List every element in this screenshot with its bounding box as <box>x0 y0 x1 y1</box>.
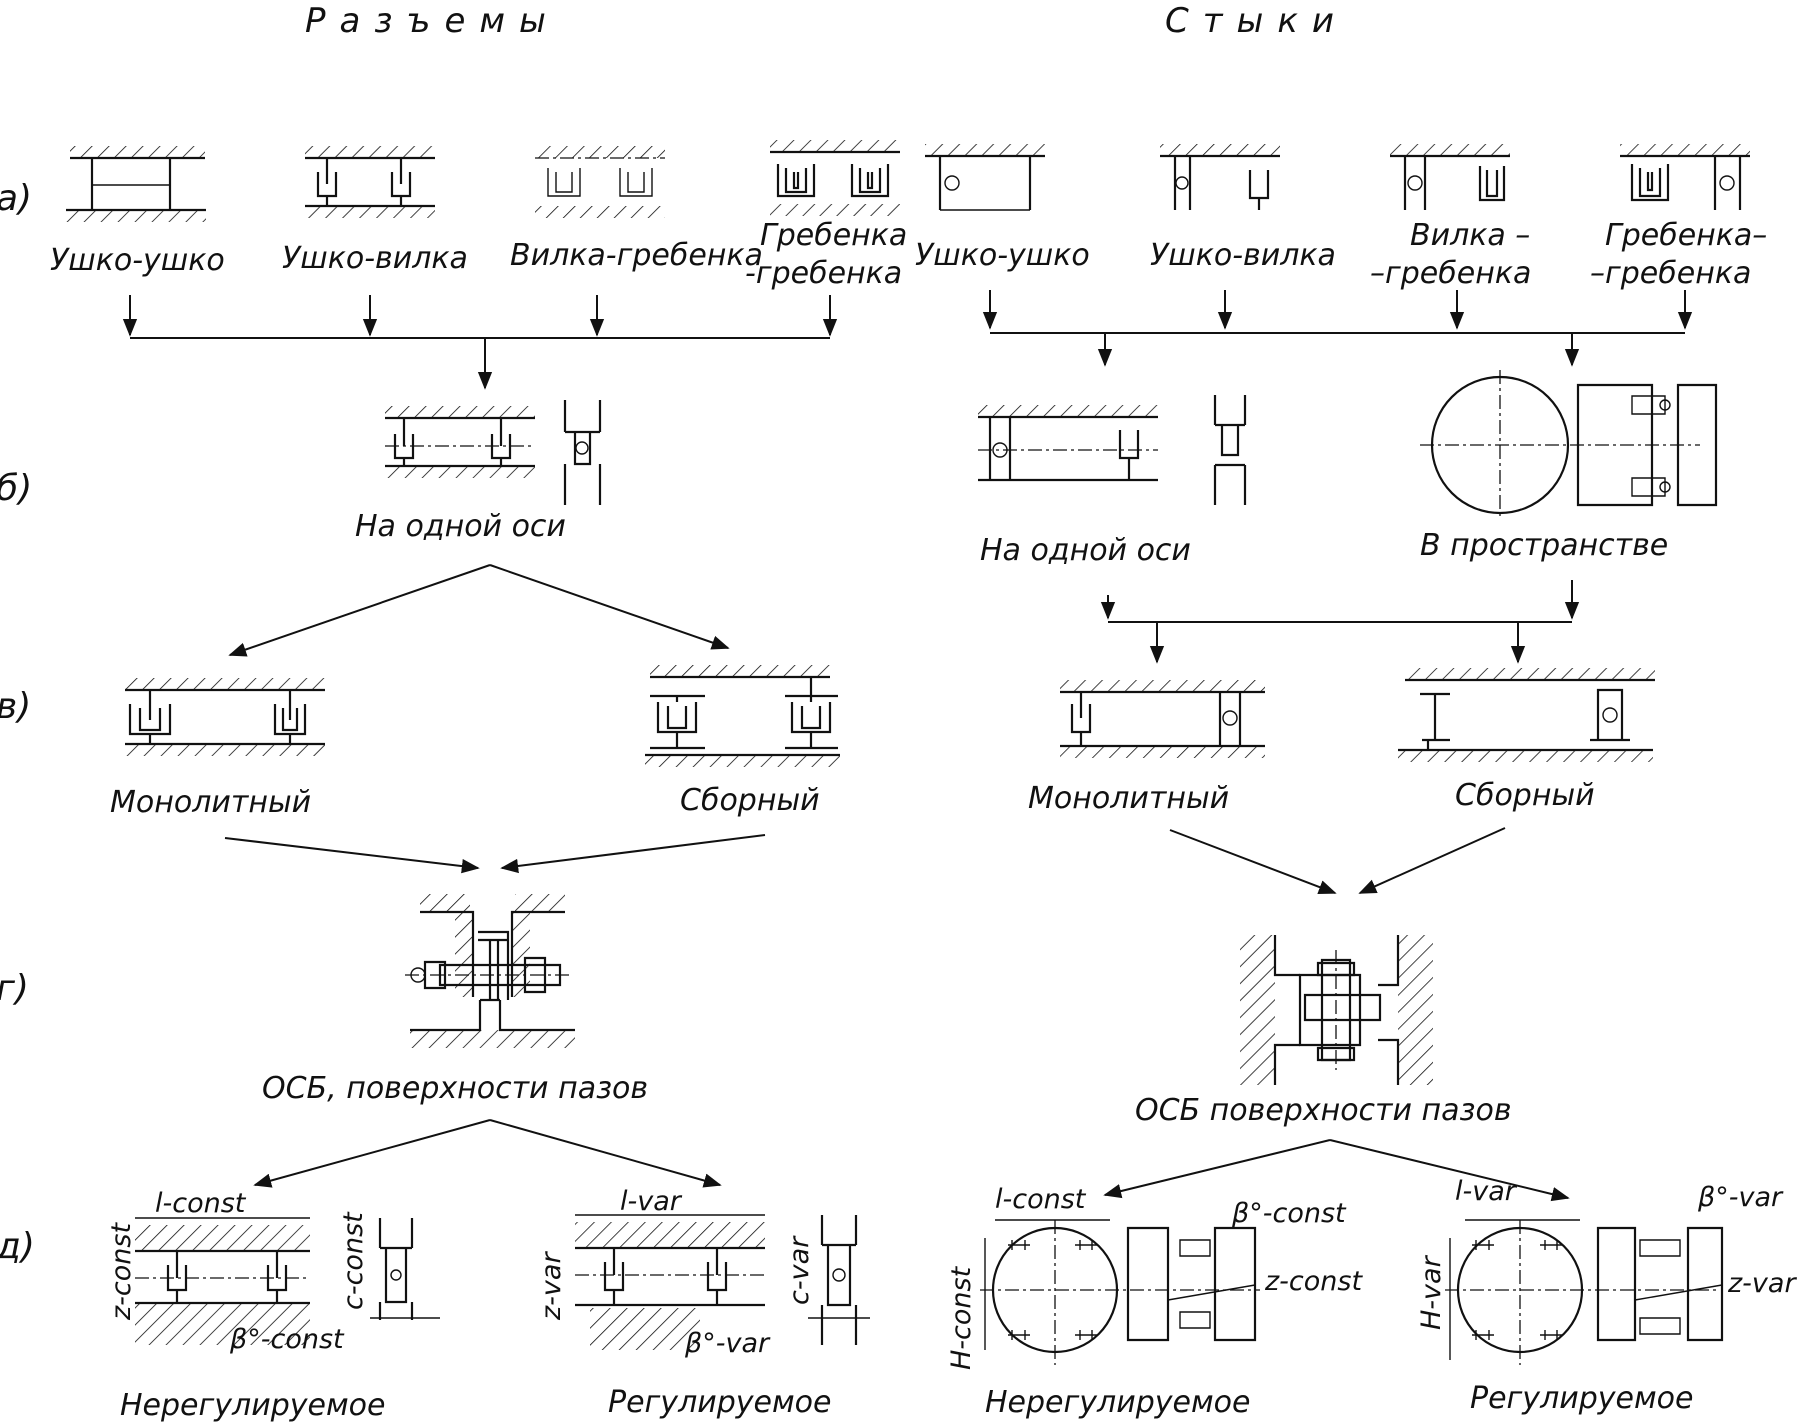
header-left: Разъемы <box>305 1 560 41</box>
row-label-b: б) <box>0 468 32 509</box>
schematic-split-adjustable <box>575 1214 870 1350</box>
row-label-g: г) <box>0 968 29 1009</box>
connector-right-b-v <box>1100 580 1580 664</box>
row-label-v: в) <box>0 686 31 727</box>
connector-right-g-d <box>1103 1139 1570 1202</box>
label-v-left-monolithic: Монолитный <box>110 785 311 820</box>
schematic-fork-comb-joint <box>1390 144 1510 210</box>
label-a-left-comb-2: -гребенка <box>745 256 902 291</box>
schematic-joint-adjustable <box>1445 1219 1724 1365</box>
schematic-joint-non-adjustable <box>980 1219 1260 1365</box>
label-d-left-non-adjustable: Нерегулируемое <box>120 1388 385 1423</box>
label-a-right-ear-ear: Ушко-ушко <box>915 238 1090 273</box>
dim-l-var-left: l-var <box>620 1186 683 1217</box>
dim-l-var-right: l-var <box>1455 1176 1518 1207</box>
schematic-fork-comb-split <box>535 146 665 218</box>
schematic-comb-comb-joint <box>1620 144 1750 210</box>
schematic-ear-ear-joint <box>925 144 1045 211</box>
row-label-d: д) <box>0 1226 35 1267</box>
label-v-right-assembled: Сборный <box>1455 778 1595 813</box>
dim-z-const-right: z-const <box>1264 1266 1363 1297</box>
label-v-left-assembled: Сборный <box>680 783 820 818</box>
dim-l-const-left: l-const <box>155 1188 247 1219</box>
schematic-ear-ear-split <box>66 146 206 222</box>
label-a-right-ear-fork: Ушко-вилка <box>1150 238 1336 273</box>
schematic-split-assembled <box>645 665 840 767</box>
dim-beta-const-left: β°-const <box>229 1324 345 1355</box>
schematic-joint-assembled <box>1398 668 1655 762</box>
label-a-left-comb-1: Гребенка <box>760 218 907 253</box>
dim-beta-const-right: β°-const <box>1231 1198 1347 1229</box>
schematic-comb-comb-split <box>770 140 900 216</box>
dim-beta-var-right: β°-var <box>1697 1182 1784 1213</box>
connector-left-b-v <box>228 564 730 657</box>
dim-beta-var-left: β°-var <box>684 1328 771 1359</box>
label-d-right-adjustable: Регулируемое <box>1470 1381 1693 1416</box>
connector-right-v-g <box>1169 827 1506 894</box>
label-b-right-one-axis: На одной оси <box>980 533 1191 568</box>
connector-left-v-g <box>224 834 766 874</box>
label-g-right: ОСБ поверхности пазов <box>1135 1093 1512 1128</box>
schematic-ear-fork-joint <box>1160 144 1280 210</box>
schematic-split-monolithic <box>125 678 325 756</box>
schematic-joint-monolithic <box>1060 680 1265 758</box>
label-a-right-fork-2: –гребенка <box>1370 256 1531 291</box>
connector-right-a-b <box>982 290 1693 367</box>
schematic-split-one-axis <box>385 400 602 505</box>
schematic-split-non-adjustable <box>135 1217 440 1345</box>
dim-l-const-right: l-const <box>995 1184 1087 1215</box>
label-d-right-non-adjustable: Нерегулируемое <box>985 1385 1250 1420</box>
dim-z-var-right: z-var <box>1727 1268 1797 1299</box>
schematic-joint-groove-base <box>1240 935 1433 1085</box>
label-d-left-adjustable: Регулируемое <box>608 1385 831 1420</box>
dim-z-var-left: z-var <box>536 1251 567 1321</box>
connector-left-a-b <box>122 295 838 390</box>
label-a-left-ear-ear: Ушко-ушко <box>50 243 225 278</box>
dim-z-const-left: z-const <box>106 1222 137 1321</box>
label-a-right-comb-1: Гребенка– <box>1605 218 1767 253</box>
label-b-left-one-axis: На одной оси <box>355 509 566 544</box>
dim-c-const: c-const <box>338 1211 369 1310</box>
schematic-joint-in-space <box>1420 370 1718 520</box>
label-a-right-fork-1: Вилка – <box>1410 218 1530 253</box>
dim-H-const: H-const <box>946 1265 977 1370</box>
dim-c-var: c-var <box>784 1235 815 1305</box>
label-a-left-ear-fork: Ушко-вилка <box>282 241 468 276</box>
schematic-joint-one-axis <box>978 395 1247 505</box>
label-g-left: ОСБ, поверхности пазов <box>262 1071 648 1106</box>
schematic-ear-fork-split <box>305 146 435 218</box>
label-b-right-space: В пространстве <box>1420 528 1668 563</box>
label-v-right-monolithic: Монолитный <box>1028 781 1229 816</box>
label-a-right-comb-2: –гребенка <box>1590 256 1751 291</box>
dim-H-var: H-var <box>1416 1254 1447 1330</box>
schematic-split-groove-base <box>405 894 575 1048</box>
connector-left-g-d <box>253 1119 722 1188</box>
row-label-a: а) <box>0 178 32 219</box>
header-right: Стыки <box>1165 1 1348 41</box>
label-a-left-fork-comb: Вилка-гребенка <box>510 238 763 273</box>
